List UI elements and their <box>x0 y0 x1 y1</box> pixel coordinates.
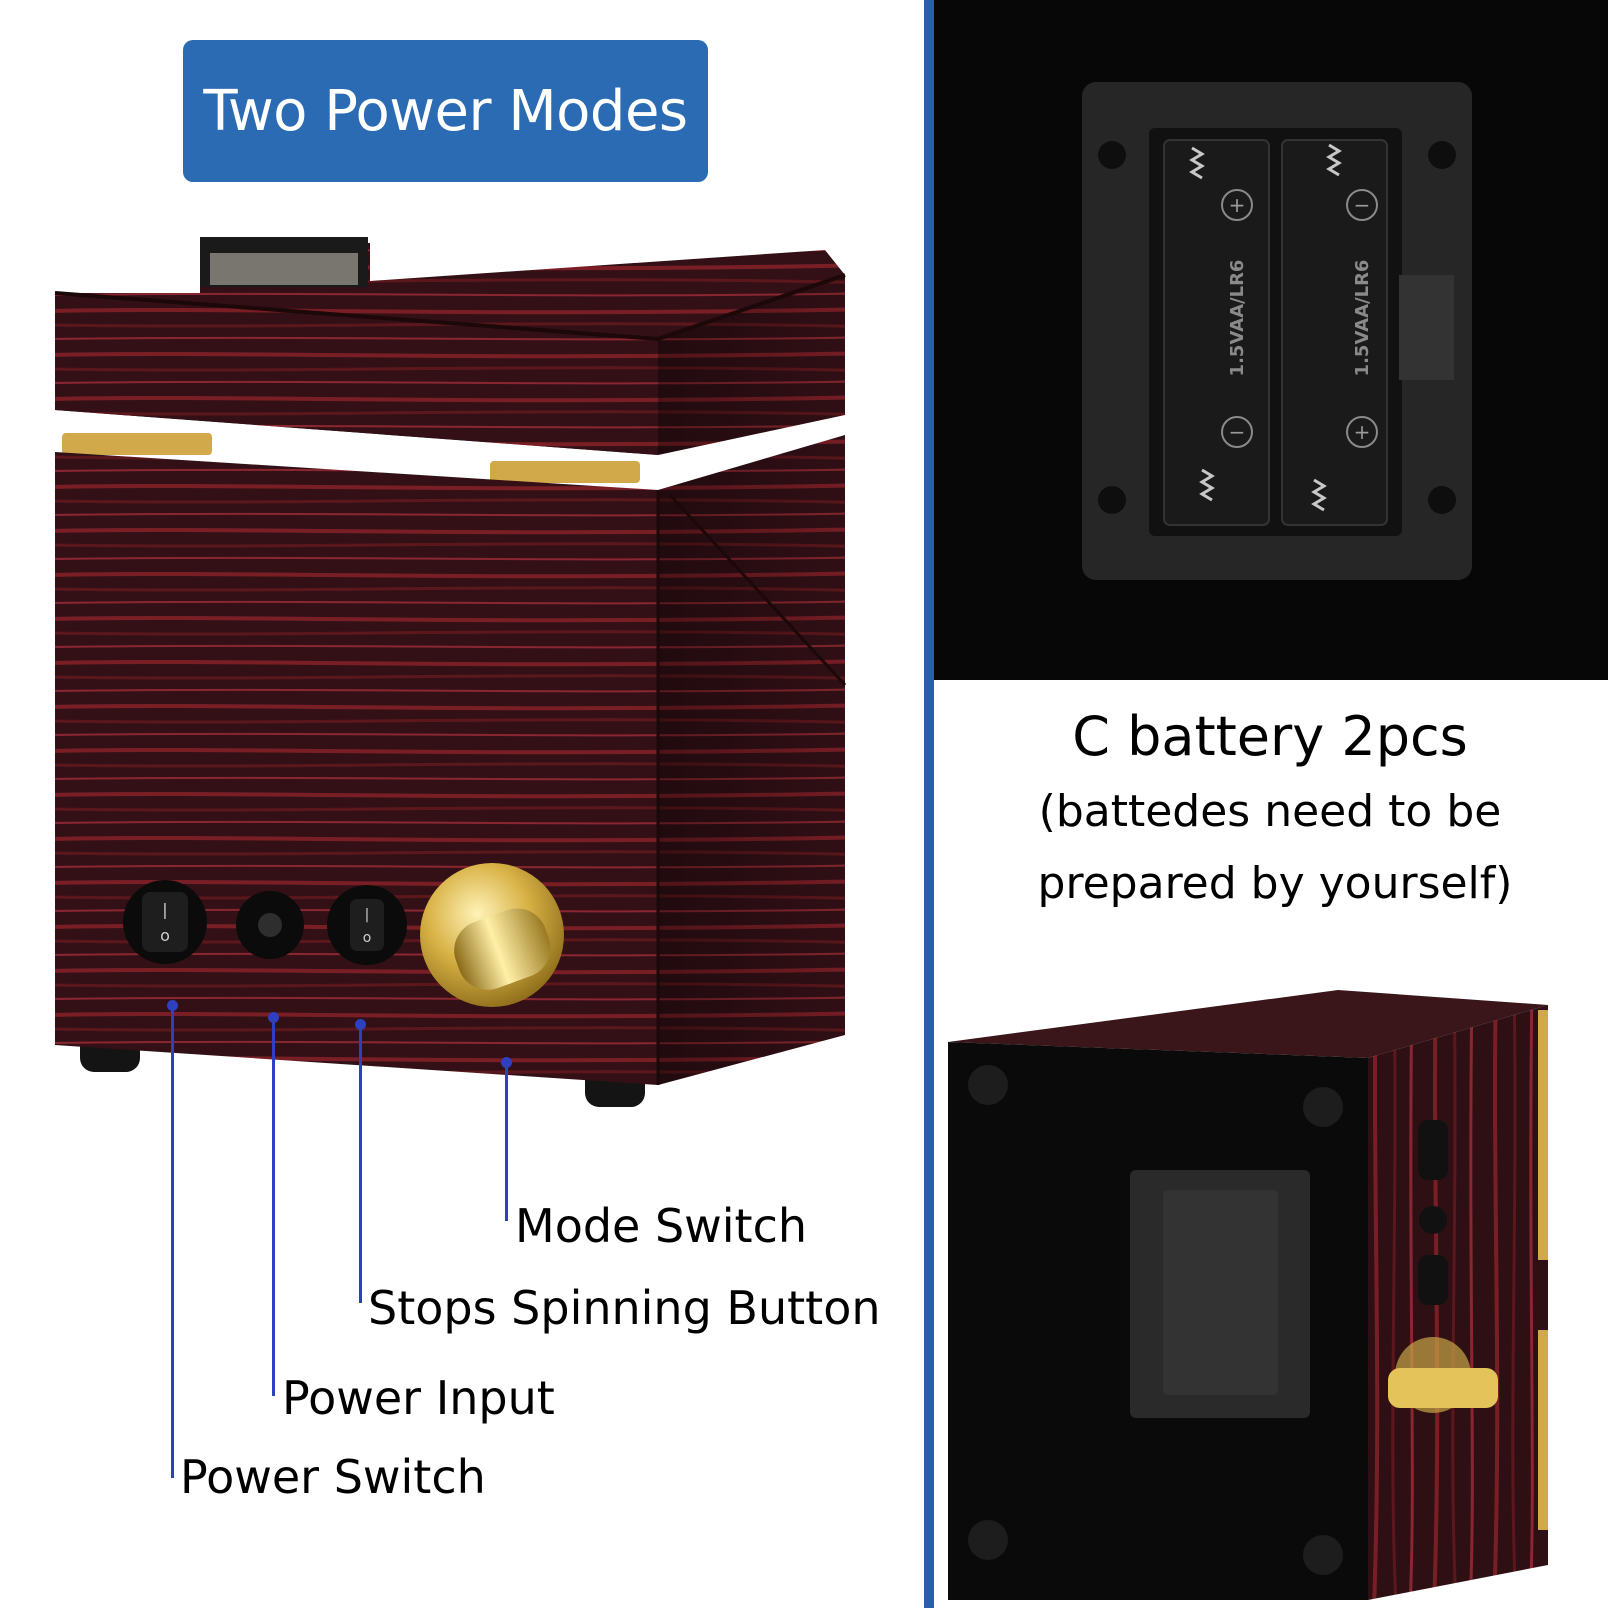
svg-text:|: | <box>162 900 167 919</box>
mode-switch-label: Mode Switch <box>515 1199 808 1253</box>
stops-spinning-label: Stops Spinning Button <box>368 1281 881 1335</box>
power-input-dot <box>268 1012 279 1023</box>
power-switch-leader <box>171 1006 174 1478</box>
power-input-label: Power Input <box>282 1371 555 1425</box>
stops-spinning-leader <box>359 1025 362 1303</box>
battery-note-line2: prepared by yourself) <box>1037 858 1513 909</box>
power-switch-dot <box>167 1000 178 1011</box>
battery-label-right: 1.5VAA/LR6 <box>1352 260 1373 377</box>
section-divider <box>924 0 934 1608</box>
battery-note-line1: (battedes need to be <box>1038 786 1502 837</box>
mode-switch-leader <box>505 1063 508 1221</box>
page-title: Two Power Modes <box>203 78 688 144</box>
battery-plus-right: + <box>1354 420 1371 444</box>
title-banner: Two Power Modes <box>183 40 708 182</box>
mode-switch-dot <box>501 1057 512 1068</box>
watch-winder-front-photo: | o | o <box>54 237 847 1107</box>
power-switch-label: Power Switch <box>180 1450 486 1504</box>
svg-text:o: o <box>160 926 170 945</box>
watch-winder-bottom-photo <box>948 990 1548 1600</box>
battery-plus-left: + <box>1229 193 1246 217</box>
svg-text:o: o <box>363 930 372 946</box>
battery-compartment-photo: + − − + 1.5VAA/LR6 1.5VAA/LR6 <box>934 0 1608 680</box>
stops-spinning-dot <box>355 1019 366 1030</box>
battery-minus-left: − <box>1229 420 1246 444</box>
battery-label-left: 1.5VAA/LR6 <box>1227 260 1248 377</box>
battery-minus-right: − <box>1354 193 1371 217</box>
svg-text:|: | <box>365 907 370 923</box>
power-input-leader <box>272 1018 275 1396</box>
battery-heading: C battery 2pcs <box>1072 705 1468 768</box>
